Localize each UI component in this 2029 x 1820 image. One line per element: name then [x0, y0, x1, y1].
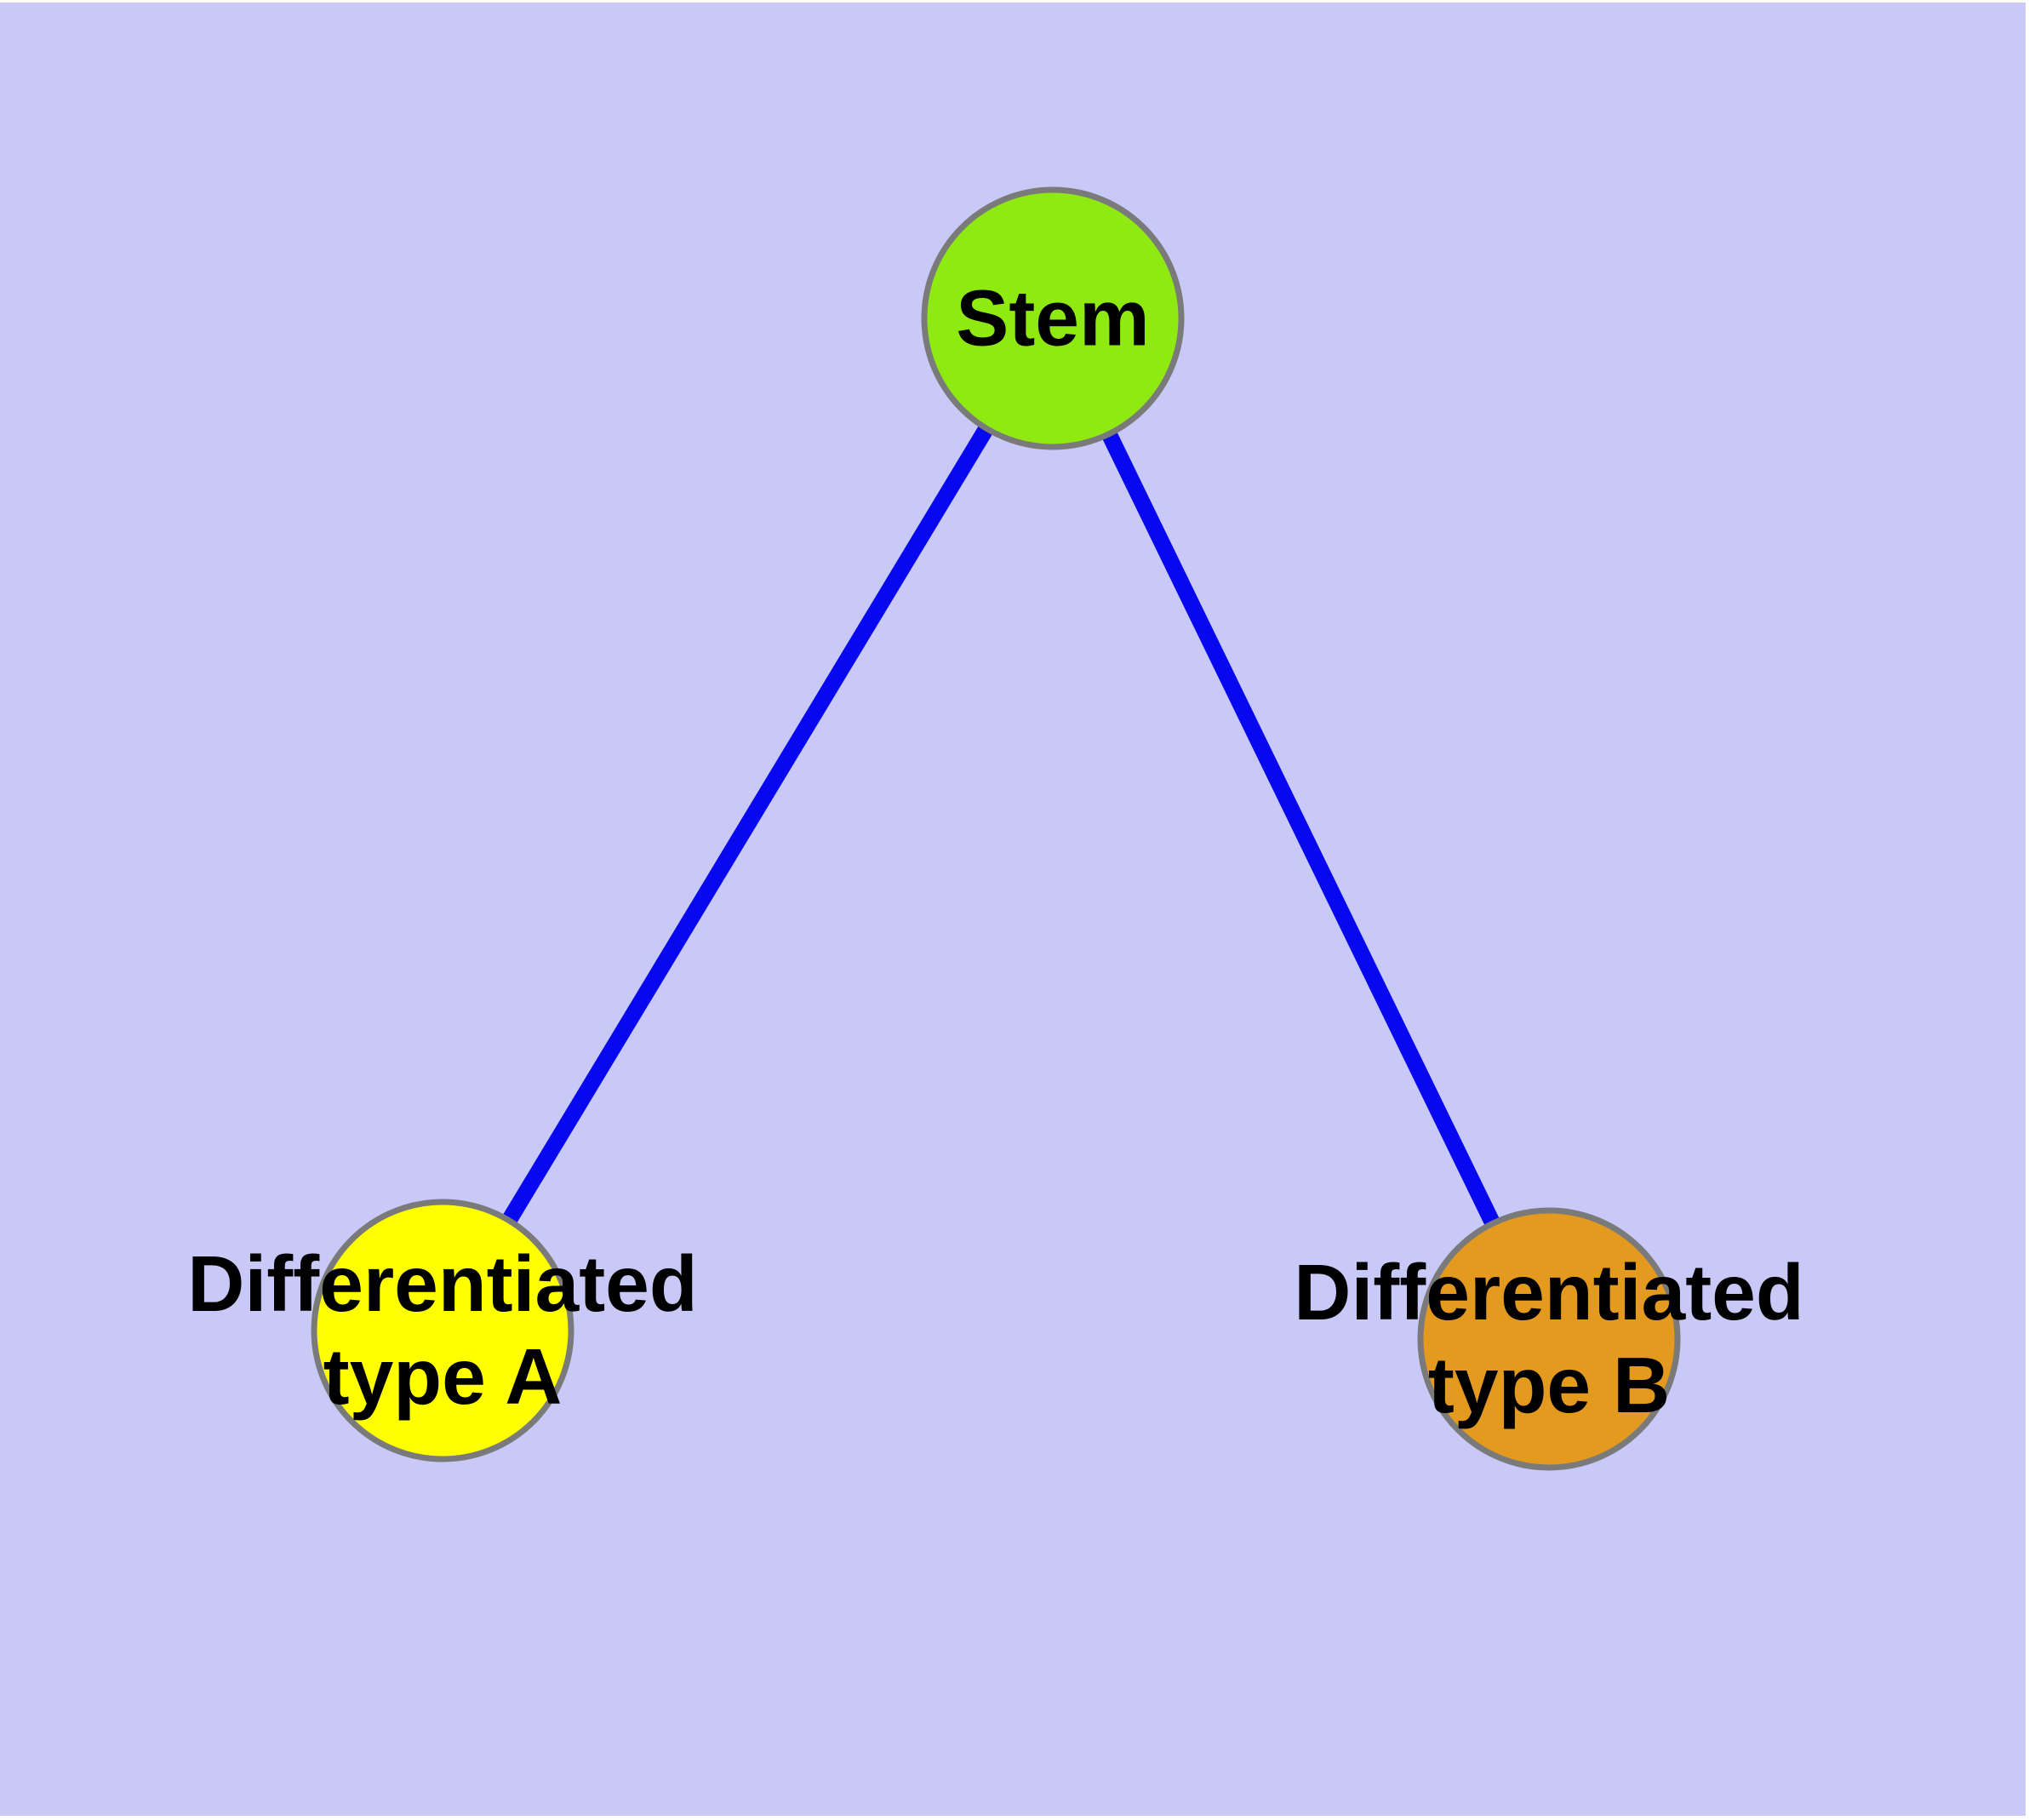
node-type-b-label-line-2: type B — [1427, 1341, 1671, 1429]
node-differentiated-type-a-label: Differentiated type A — [187, 1238, 697, 1423]
node-stem — [921, 186, 1185, 450]
edge-stem-to-type-b — [1045, 314, 1557, 1343]
edge-stem-to-type-a — [435, 314, 1060, 1335]
node-stem-label-line: Stem — [956, 273, 1150, 363]
node-type-a-label-line-2: type A — [323, 1332, 563, 1421]
node-differentiated-type-b — [1417, 1207, 1681, 1471]
node-differentiated-type-b-label: Differentiated type B — [1294, 1246, 1803, 1432]
node-stem-label: Stem — [956, 272, 1149, 365]
node-type-b-label-line-1: Differentiated — [1294, 1248, 1804, 1336]
node-differentiated-type-a — [311, 1199, 574, 1462]
node-type-a-label-line-1: Differentiated — [187, 1239, 698, 1328]
